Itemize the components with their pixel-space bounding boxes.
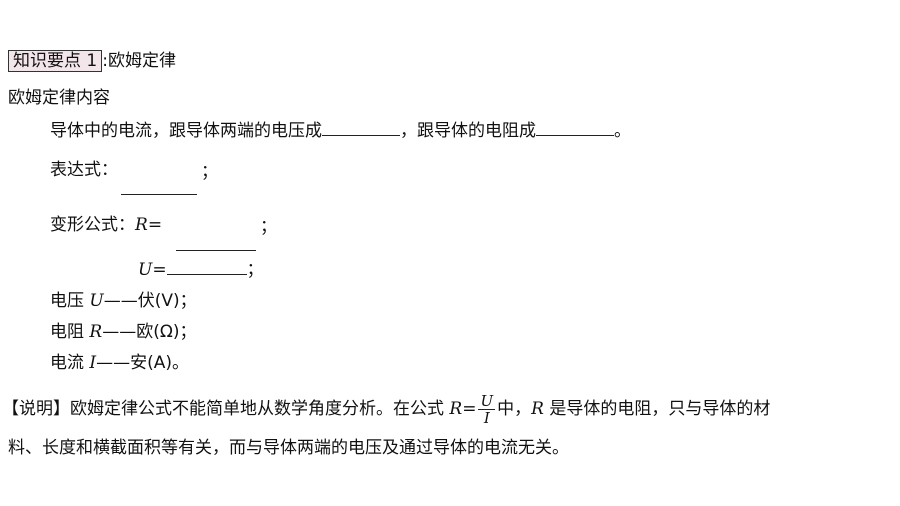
knowledge-point-badge: 知识要点 1: [8, 50, 103, 72]
variant-label: 变形公式：: [50, 215, 135, 235]
expression-end: ；: [201, 162, 218, 182]
blank-variant-r[interactable]: [176, 250, 256, 251]
unit-voltage-name: 电压: [50, 291, 84, 311]
note-fraction-numerator: U: [478, 391, 496, 410]
unit-resistance-dash: ——: [102, 322, 137, 342]
blank-variant-u[interactable]: [166, 274, 247, 275]
unit-current-symbol: I: [89, 353, 97, 373]
unit-voltage: 电压 U——伏(V)；: [50, 289, 197, 313]
unit-resistance-unit: 欧(Ω)；: [136, 322, 197, 342]
unit-resistance-symbol: R: [89, 322, 103, 342]
note-fraction-denominator: I: [483, 408, 490, 427]
knowledge-heading: 知识要点 1:欧姆定律: [8, 49, 176, 73]
expression-label: 表达式：: [50, 160, 118, 180]
variant-r-eq: =: [147, 215, 163, 235]
heading-colon: :: [102, 51, 108, 71]
law-content-end: 。: [614, 121, 631, 141]
blank-expression[interactable]: [121, 194, 197, 195]
law-content-line: 导体中的电流，跟导体两端的电压成 ，跟导体的电阻成 。: [50, 119, 631, 143]
note-formula-eq: =: [462, 399, 477, 419]
law-content-part1: 导体中的电流，跟导体两端的电压成: [50, 121, 322, 141]
variant-r-line: 变形公式：R=: [50, 213, 162, 237]
unit-resistance: 电阻 R——欧(Ω)；: [50, 320, 196, 344]
variant-u-line: U= ；: [138, 258, 264, 282]
unit-current-dash: ——: [96, 353, 131, 373]
unit-current-unit: 安(A)。: [130, 353, 190, 373]
note-text3: 是导体的电阻，只与导体的材: [549, 399, 771, 419]
note-bracket: 【说明】: [2, 399, 70, 419]
unit-voltage-dash: ——: [103, 291, 138, 311]
variant-u-symbol: U: [138, 260, 153, 280]
variant-u-eq: =: [152, 260, 167, 280]
note-formula-lhs: R: [449, 399, 463, 419]
unit-voltage-symbol: U: [89, 291, 104, 311]
section-title: 欧姆定律内容: [8, 88, 110, 108]
variant-r-symbol: R: [135, 215, 148, 235]
note-text2: 中，: [497, 399, 532, 419]
law-content-part2: ，跟导体的电阻成: [400, 121, 536, 141]
blank-inverse[interactable]: [536, 135, 614, 136]
note-line-2: 料、长度和横截面积等有关，而与导体两端的电压及通过导体的电流无关。: [8, 438, 569, 458]
variant-u-end: ；: [246, 260, 264, 280]
unit-voltage-unit: 伏(V)；: [137, 291, 197, 311]
note-text1: 欧姆定律公式不能简单地从数学角度分析。在公式: [70, 399, 444, 419]
unit-current: 电流 I——安(A)。: [50, 351, 189, 375]
unit-resistance-name: 电阻: [50, 322, 84, 342]
note-r-symbol: R: [531, 399, 544, 419]
heading-title: 欧姆定律: [107, 51, 176, 71]
variant-r-end: ；: [260, 217, 277, 237]
blank-proportional[interactable]: [322, 135, 400, 136]
unit-current-name: 电流: [50, 353, 84, 373]
